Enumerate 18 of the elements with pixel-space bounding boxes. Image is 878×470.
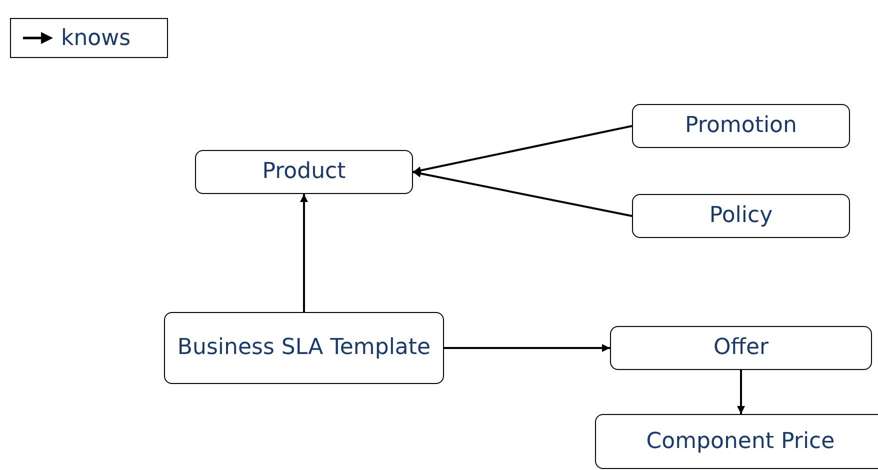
- arrow: [412, 125, 632, 174]
- node-label: Business SLA Template: [177, 335, 431, 361]
- node-label: Component Price: [646, 428, 835, 454]
- process-box: [595, 414, 878, 469]
- process-box: [164, 312, 444, 384]
- node-label: Promotion: [685, 113, 797, 139]
- process-box: [632, 104, 850, 148]
- node-label: Product: [262, 159, 346, 185]
- arrow: [444, 344, 610, 352]
- node-label: Offer: [713, 335, 769, 361]
- arrow: [737, 370, 745, 414]
- process-box: [632, 194, 850, 238]
- process-box: [610, 326, 872, 370]
- arrow: [412, 170, 632, 217]
- process-box: [195, 150, 413, 194]
- arrow: [300, 194, 308, 312]
- node-label: Policy: [709, 203, 773, 229]
- legend-label: knows: [61, 26, 131, 50]
